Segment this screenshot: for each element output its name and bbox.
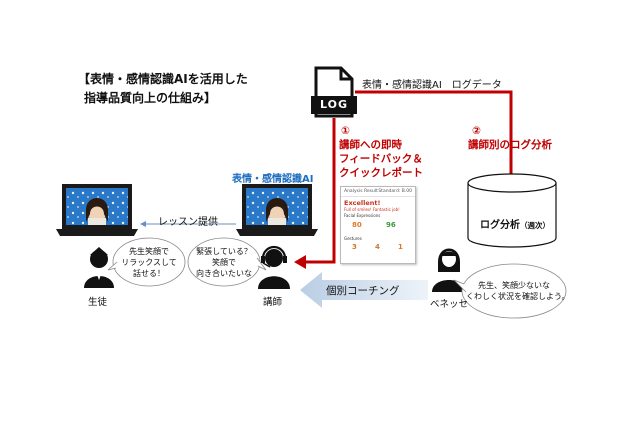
step1-label: ① 講師への即時 フィードバック＆ クイックレポート bbox=[339, 124, 423, 180]
student-label: 生徒 bbox=[88, 297, 108, 308]
emotion-ai-label: 表情・感情認識AI bbox=[232, 174, 314, 185]
arrow-lesson-delivery bbox=[140, 221, 236, 227]
teacher-laptop-icon bbox=[236, 184, 318, 236]
student-bubble-line2: リラックスして bbox=[121, 258, 177, 267]
log-analysis-main: ログ分析 bbox=[480, 220, 520, 231]
analysis-card-standard: Standard: B.00 bbox=[378, 189, 412, 194]
teacher-bubble-line3: 向き合いたいな bbox=[196, 269, 252, 278]
log-analysis-database-icon bbox=[467, 173, 557, 248]
step1-line3: クイックレポート bbox=[339, 167, 423, 179]
analysis-card-pct-2: 96 bbox=[386, 221, 396, 229]
student-person-icon bbox=[84, 247, 114, 288]
teacher-headset-person-icon bbox=[258, 245, 290, 289]
analysis-card-excellent: Excellent! bbox=[344, 199, 381, 207]
log-document-icon bbox=[311, 66, 357, 118]
log-data-label: 表情・感情認識AI ログデータ bbox=[362, 80, 502, 91]
title-line-1: 【表情・感情認識AIを活用した bbox=[78, 72, 248, 86]
analysis-card-count-3: 1 bbox=[398, 243, 403, 251]
student-bubble-line3: 話せる！ bbox=[133, 269, 165, 278]
analysis-card-section-gestures: Gestures bbox=[344, 236, 362, 241]
teacher-speech-bubble bbox=[187, 237, 267, 287]
student-bubble-line1: 先生笑顔で bbox=[129, 247, 169, 256]
diagram-title: 【表情・感情認識AIを活用した 指導品質向上の仕組み】 bbox=[78, 70, 248, 108]
arrow-feedback-to-teacher bbox=[294, 118, 336, 269]
step2-line1: 講師別のログ分析 bbox=[468, 139, 552, 151]
analysis-card-subtitle: Full of smiles! Fantastic job! bbox=[344, 207, 400, 212]
log-analysis-weekly: （週次） bbox=[520, 221, 550, 230]
step2-number: ② bbox=[472, 125, 481, 137]
analysis-card-count-2: 4 bbox=[375, 243, 380, 251]
analysis-card-section-facial: Facial Expressions bbox=[344, 213, 381, 218]
benesse-bubble-line2: くわしく状況を確認しよう。 bbox=[466, 292, 570, 301]
student-speech-bubble bbox=[107, 237, 186, 287]
title-line-2: 指導品質向上の仕組み】 bbox=[84, 91, 217, 105]
analysis-result-card: Analysis Result Standard: B.00 Excellent… bbox=[340, 186, 416, 264]
benesse-bubble-line1: 先生、笑顔少ないな bbox=[478, 281, 550, 290]
log-icon-text: LOG bbox=[320, 98, 348, 111]
lesson-delivery-label: レッスン提供 bbox=[158, 217, 218, 228]
step1-line2: フィードバック＆ bbox=[339, 153, 423, 165]
analysis-card-count-1: 3 bbox=[352, 243, 357, 251]
analysis-card-title: Analysis Result bbox=[344, 189, 378, 194]
step1-line1: 講師への即時 bbox=[339, 139, 402, 151]
teacher-label: 講師 bbox=[263, 297, 283, 308]
arrow-individual-coaching bbox=[300, 272, 428, 308]
log-analysis-label: ログ分析（週次） bbox=[480, 216, 550, 231]
step2-label: ② 講師別のログ分析 bbox=[468, 124, 552, 152]
analysis-card-pct-1: 80 bbox=[352, 221, 362, 229]
teacher-bubble-line1: 緊張している？ bbox=[196, 247, 252, 256]
step1-number: ① bbox=[341, 125, 350, 137]
teacher-bubble-line2: 笑顔で bbox=[212, 258, 236, 267]
benesse-speech-bubble bbox=[453, 263, 567, 319]
individual-coaching-label: 個別コーチング bbox=[326, 285, 400, 297]
student-bubble-text: 先生笑顔で リラックスして 話せる！ bbox=[115, 246, 183, 279]
analysis-card-header: Analysis Result Standard: B.00 bbox=[341, 187, 415, 197]
student-laptop-icon bbox=[56, 184, 138, 236]
teacher-bubble-text: 緊張している？ 笑顔で 向き合いたいな bbox=[190, 246, 258, 279]
benesse-label: ベネッセ bbox=[430, 299, 469, 310]
benesse-bubble-text: 先生、笑顔少ないな くわしく状況を確認しよう。 bbox=[466, 280, 570, 302]
